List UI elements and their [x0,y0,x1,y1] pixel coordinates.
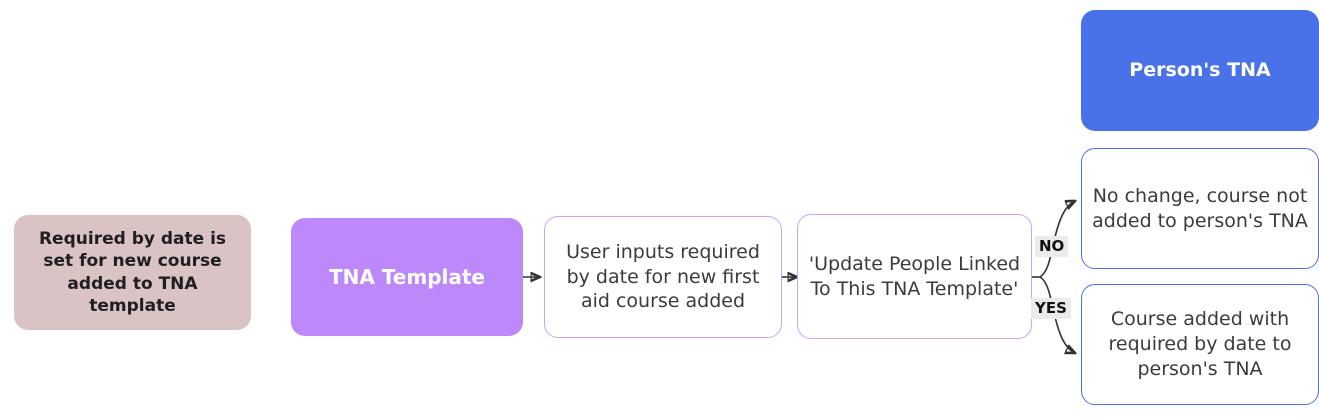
node-user-input[interactable]: User inputs required by date for new fir… [544,216,782,338]
node-course-added-label: Course added with required by date to pe… [1108,308,1292,380]
node-persons-tna[interactable]: Person's TNA [1081,10,1319,131]
node-update-people-label: 'Update People Linked To This TNA Templa… [808,252,1021,300]
node-no-change[interactable]: No change, course not added to person's … [1081,148,1319,269]
node-course-added[interactable]: Course added with required by date to pe… [1081,284,1319,405]
node-user-input-label: User inputs required by date for new fir… [566,240,760,313]
node-trigger-label: Required by date is set for new course a… [38,229,227,316]
edge-label-no: NO [1035,236,1069,257]
node-no-change-label: No change, course not added to person's … [1092,184,1308,232]
edge-label-yes: YES [1031,298,1071,319]
node-tna-template[interactable]: TNA Template [291,218,523,336]
node-tna-template-label: TNA Template [328,265,485,289]
node-update-people[interactable]: 'Update People Linked To This TNA Templa… [797,214,1032,339]
node-persons-tna-label: Person's TNA [1129,59,1271,82]
node-trigger[interactable]: Required by date is set for new course a… [14,215,251,330]
